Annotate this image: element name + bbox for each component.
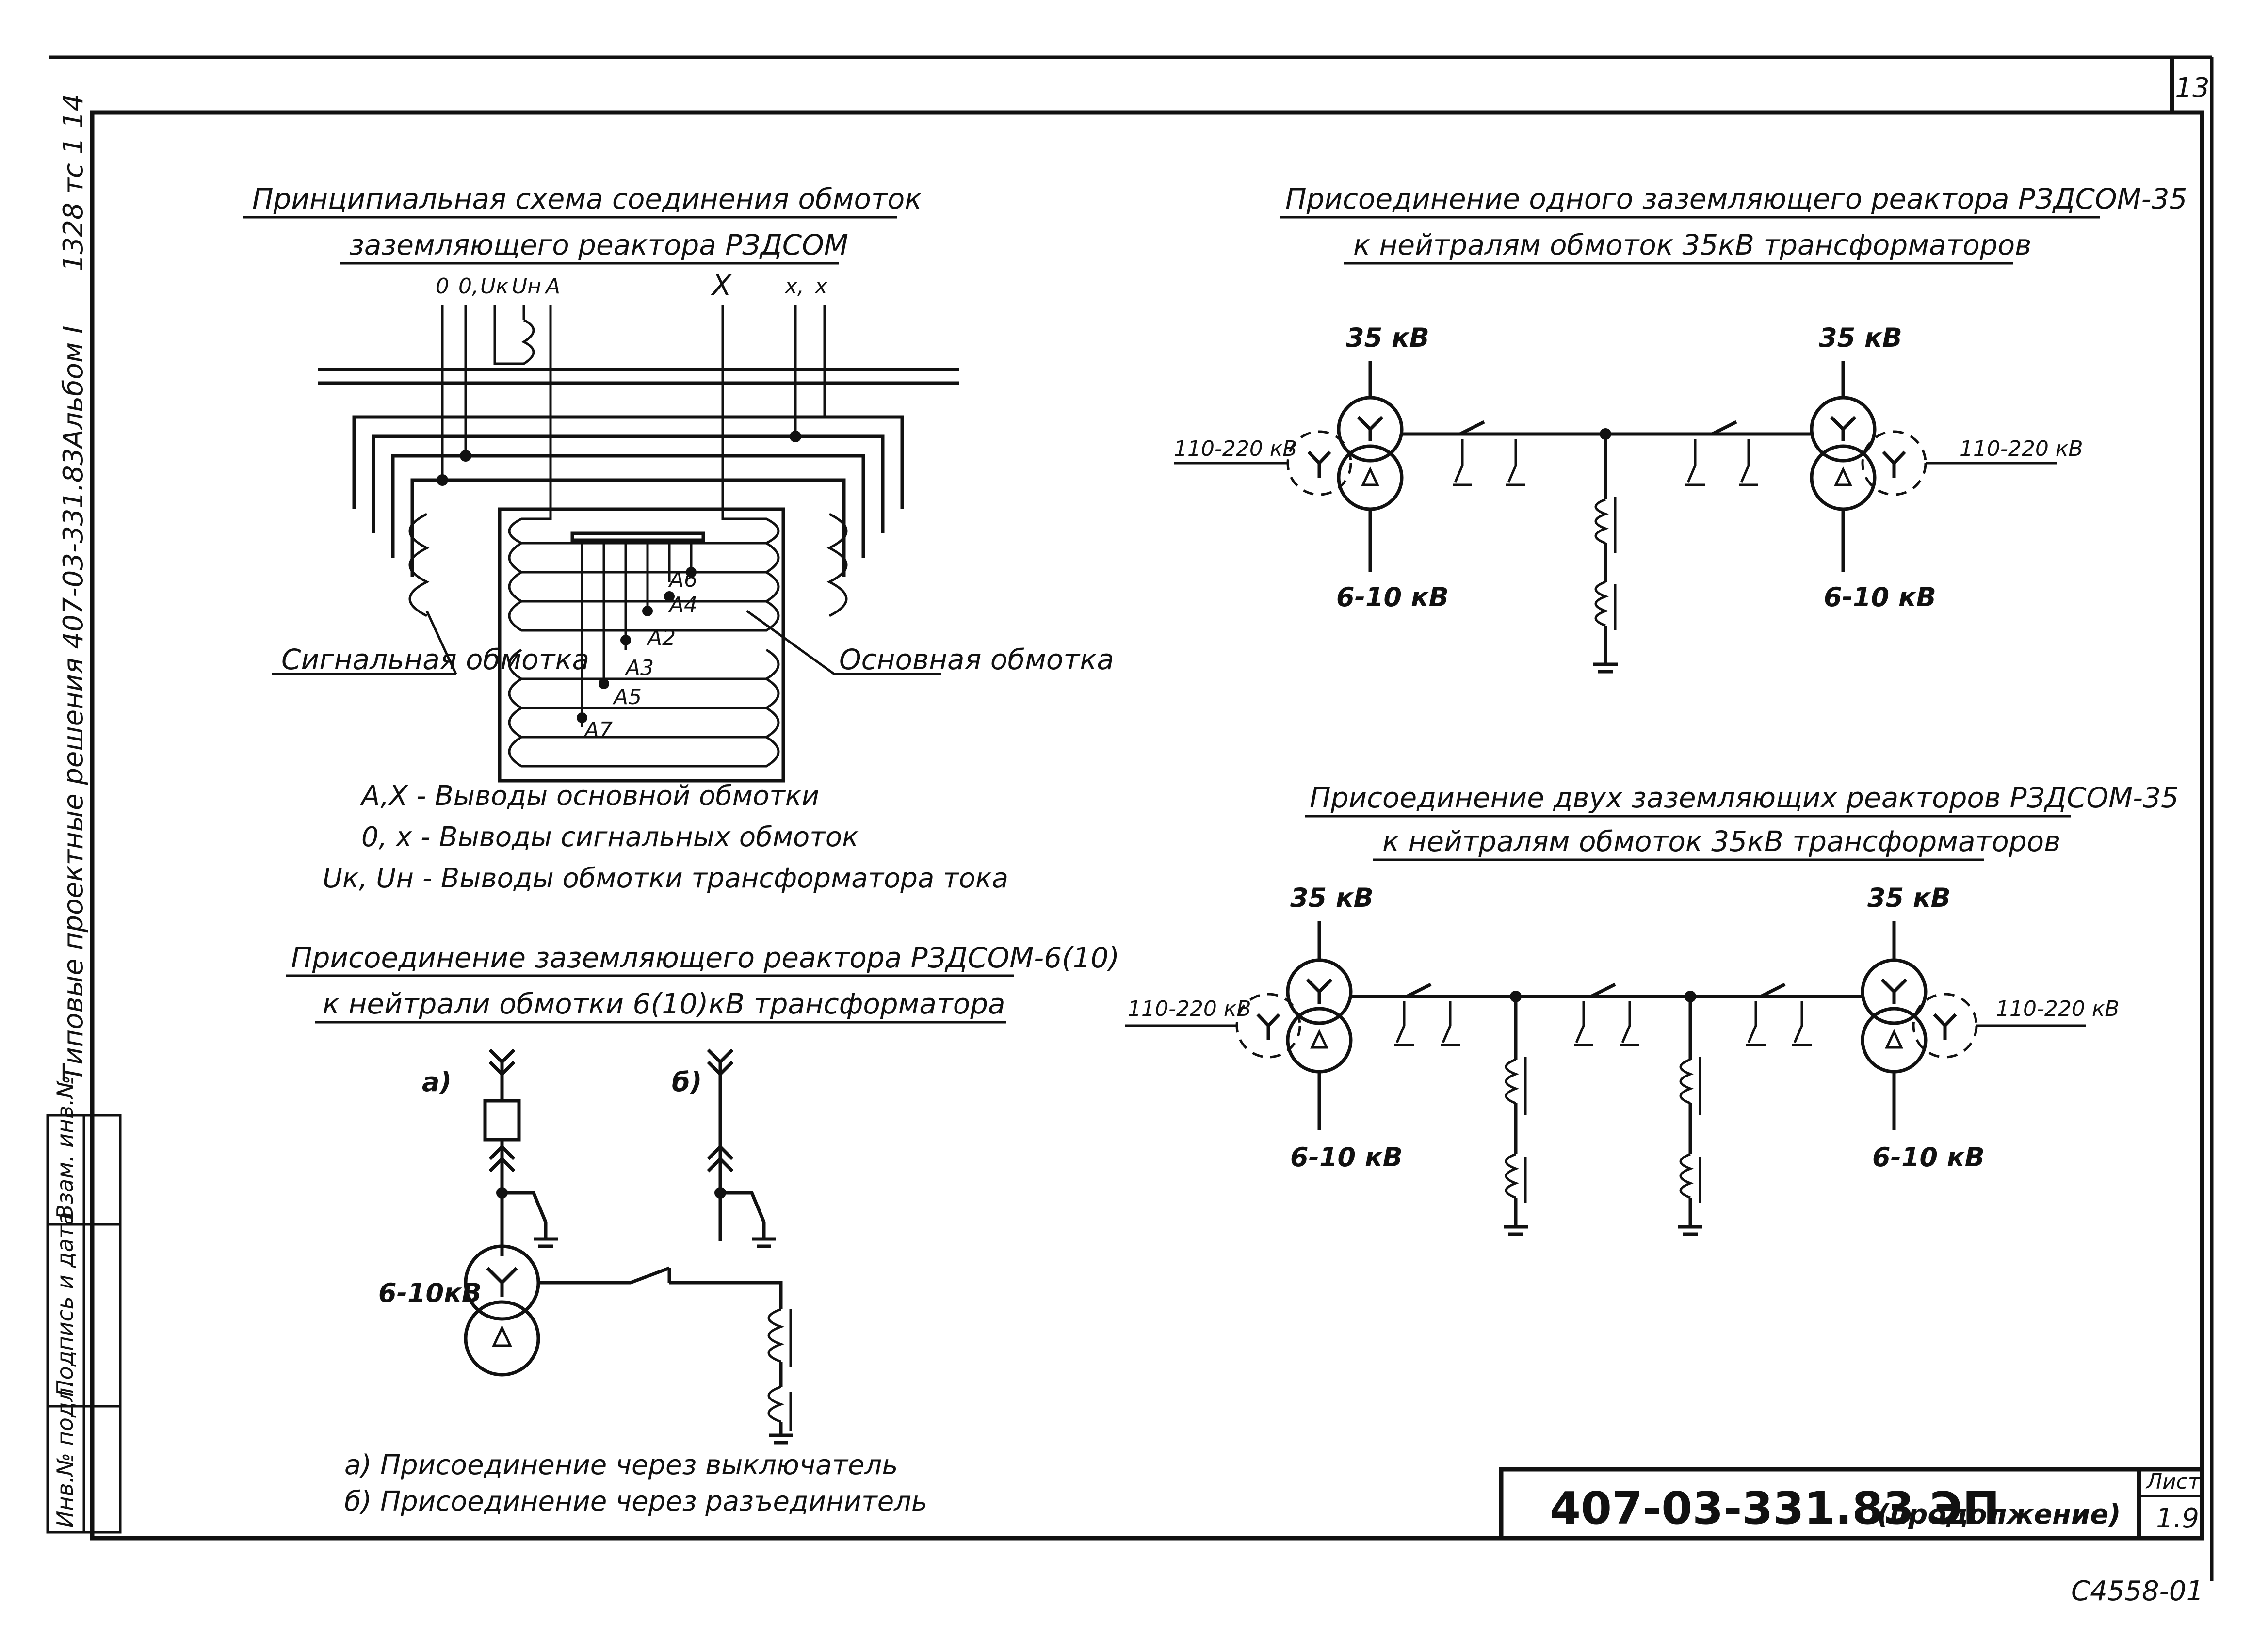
variant-a-label: а) — [422, 1067, 452, 1097]
variant-b-label: б) — [672, 1067, 702, 1097]
diagram2-voltage: 6-10кВ — [378, 1278, 482, 1308]
stamp-cell-inv: Инв.№ подл. — [52, 1381, 78, 1527]
d3-left-bottom-voltage: 6-10 кВ — [1336, 582, 1449, 612]
note-b: б) Присоединение через разъединитель — [344, 1486, 927, 1517]
reactor-6-10kv-diagram: Присоединение заземляющего реактора РЗДС… — [286, 941, 1119, 1517]
tap-a3: A3 — [624, 656, 654, 680]
tap-a4: A4 — [668, 593, 697, 617]
d4-right-top-voltage: 35 кВ — [1867, 883, 1951, 913]
d4-left-bottom-voltage: 6-10 кВ — [1290, 1142, 1403, 1173]
tap-a7: A7 — [583, 718, 613, 742]
terminal-uk: Uк — [480, 274, 509, 299]
footer-mark: С4558-01 — [2071, 1576, 2203, 1607]
diagram2-title-line2: к нейтрали обмотки 6(10)кВ трансформатор… — [323, 987, 1005, 1020]
archive-side-text: 1328 тс 1 14 — [58, 94, 89, 272]
tap-a2: A2 — [646, 626, 676, 650]
d3-left-side-voltage: 110-220 кВ — [1174, 436, 1297, 461]
stamp-cell-replace: Взам. инв.№ — [52, 1075, 78, 1220]
main-winding-label: Основная обмотка — [839, 643, 1114, 676]
terminal-a: A — [544, 274, 560, 299]
terminal-un: Uн — [512, 274, 541, 299]
tap-a5: A5 — [612, 685, 642, 709]
diagram4-title-line1: Присоединение двух заземляющих реакторов… — [1310, 781, 2179, 814]
sheet-value: 1.9 — [2156, 1503, 2199, 1534]
two-reactors-35kv-diagram: Присоединение двух заземляющих реакторов… — [1125, 781, 2179, 1236]
d4-right-side-voltage: 110-220 кВ — [1996, 997, 2120, 1021]
legend-line-3: Uк, Uн - Выводы обмотки трансформатора т… — [323, 863, 1008, 894]
stamp-cell-sign: Подпись и дата — [52, 1212, 78, 1397]
document-code: 407-03-331.83 ЭП — [1550, 1482, 2000, 1534]
sheet-number: 13 — [2175, 72, 2209, 104]
diagram1-title-line1: Принципиальная схема соединения обмоток — [252, 182, 922, 215]
terminal-0-b: 0, — [458, 274, 479, 299]
terminal-x2: x — [814, 274, 828, 299]
d4-left-top-voltage: 35 кВ — [1290, 883, 1374, 913]
signal-winding-label: Сигнальная обмотка — [281, 643, 589, 676]
d4-left-side-voltage: 110-220 кВ — [1128, 997, 1251, 1021]
one-reactor-35kv-diagram: Присоединение одного заземляющего реакто… — [1174, 182, 2187, 674]
title-block — [1499, 1467, 2202, 1538]
document-note: (продолжение) — [1877, 1499, 2121, 1530]
d3-right-side-voltage: 110-220 кВ — [1960, 436, 2083, 461]
d3-right-bottom-voltage: 6-10 кВ — [1824, 582, 1936, 612]
series-side-text: Типовые проектные решения 407-03-331.83А… — [58, 325, 89, 1081]
tap-a6: A6 — [668, 567, 697, 592]
reactor-winding-diagram: Принципиальная схема соединения обмоток … — [243, 182, 1114, 894]
legend-line-1: A,X - Выводы основной обмотки — [360, 780, 819, 812]
diagram3-title-line2: к нейтралям обмоток 35кВ трансформаторов — [1353, 228, 2031, 261]
terminal-x1: x, — [784, 274, 804, 299]
note-a: а) Присоединение через выключатель — [344, 1449, 898, 1481]
diagram4-title-line2: к нейтралям обмоток 35кВ трансформаторов — [1382, 825, 2060, 858]
terminal-x-main: X — [711, 269, 732, 302]
stamp-column — [46, 1114, 122, 1534]
terminal-0-a: 0 — [436, 274, 449, 299]
main-coil — [508, 509, 780, 768]
sheet-frame — [49, 55, 2214, 1581]
d3-right-top-voltage: 35 кВ — [1819, 322, 1902, 353]
d4-right-bottom-voltage: 6-10 кВ — [1872, 1142, 1985, 1173]
d3-left-top-voltage: 35 кВ — [1346, 322, 1429, 353]
sheet-label: Лист — [2145, 1469, 2201, 1494]
diagram3-title-line1: Присоединение одного заземляющего реакто… — [1285, 182, 2187, 215]
legend-line-2: 0, x - Выводы сигнальных обмоток — [361, 821, 859, 853]
diagram1-title-line2: заземляющего реактора РЗДСОМ — [349, 228, 848, 261]
diagram2-title-line1: Присоединение заземляющего реактора РЗДС… — [291, 941, 1119, 974]
